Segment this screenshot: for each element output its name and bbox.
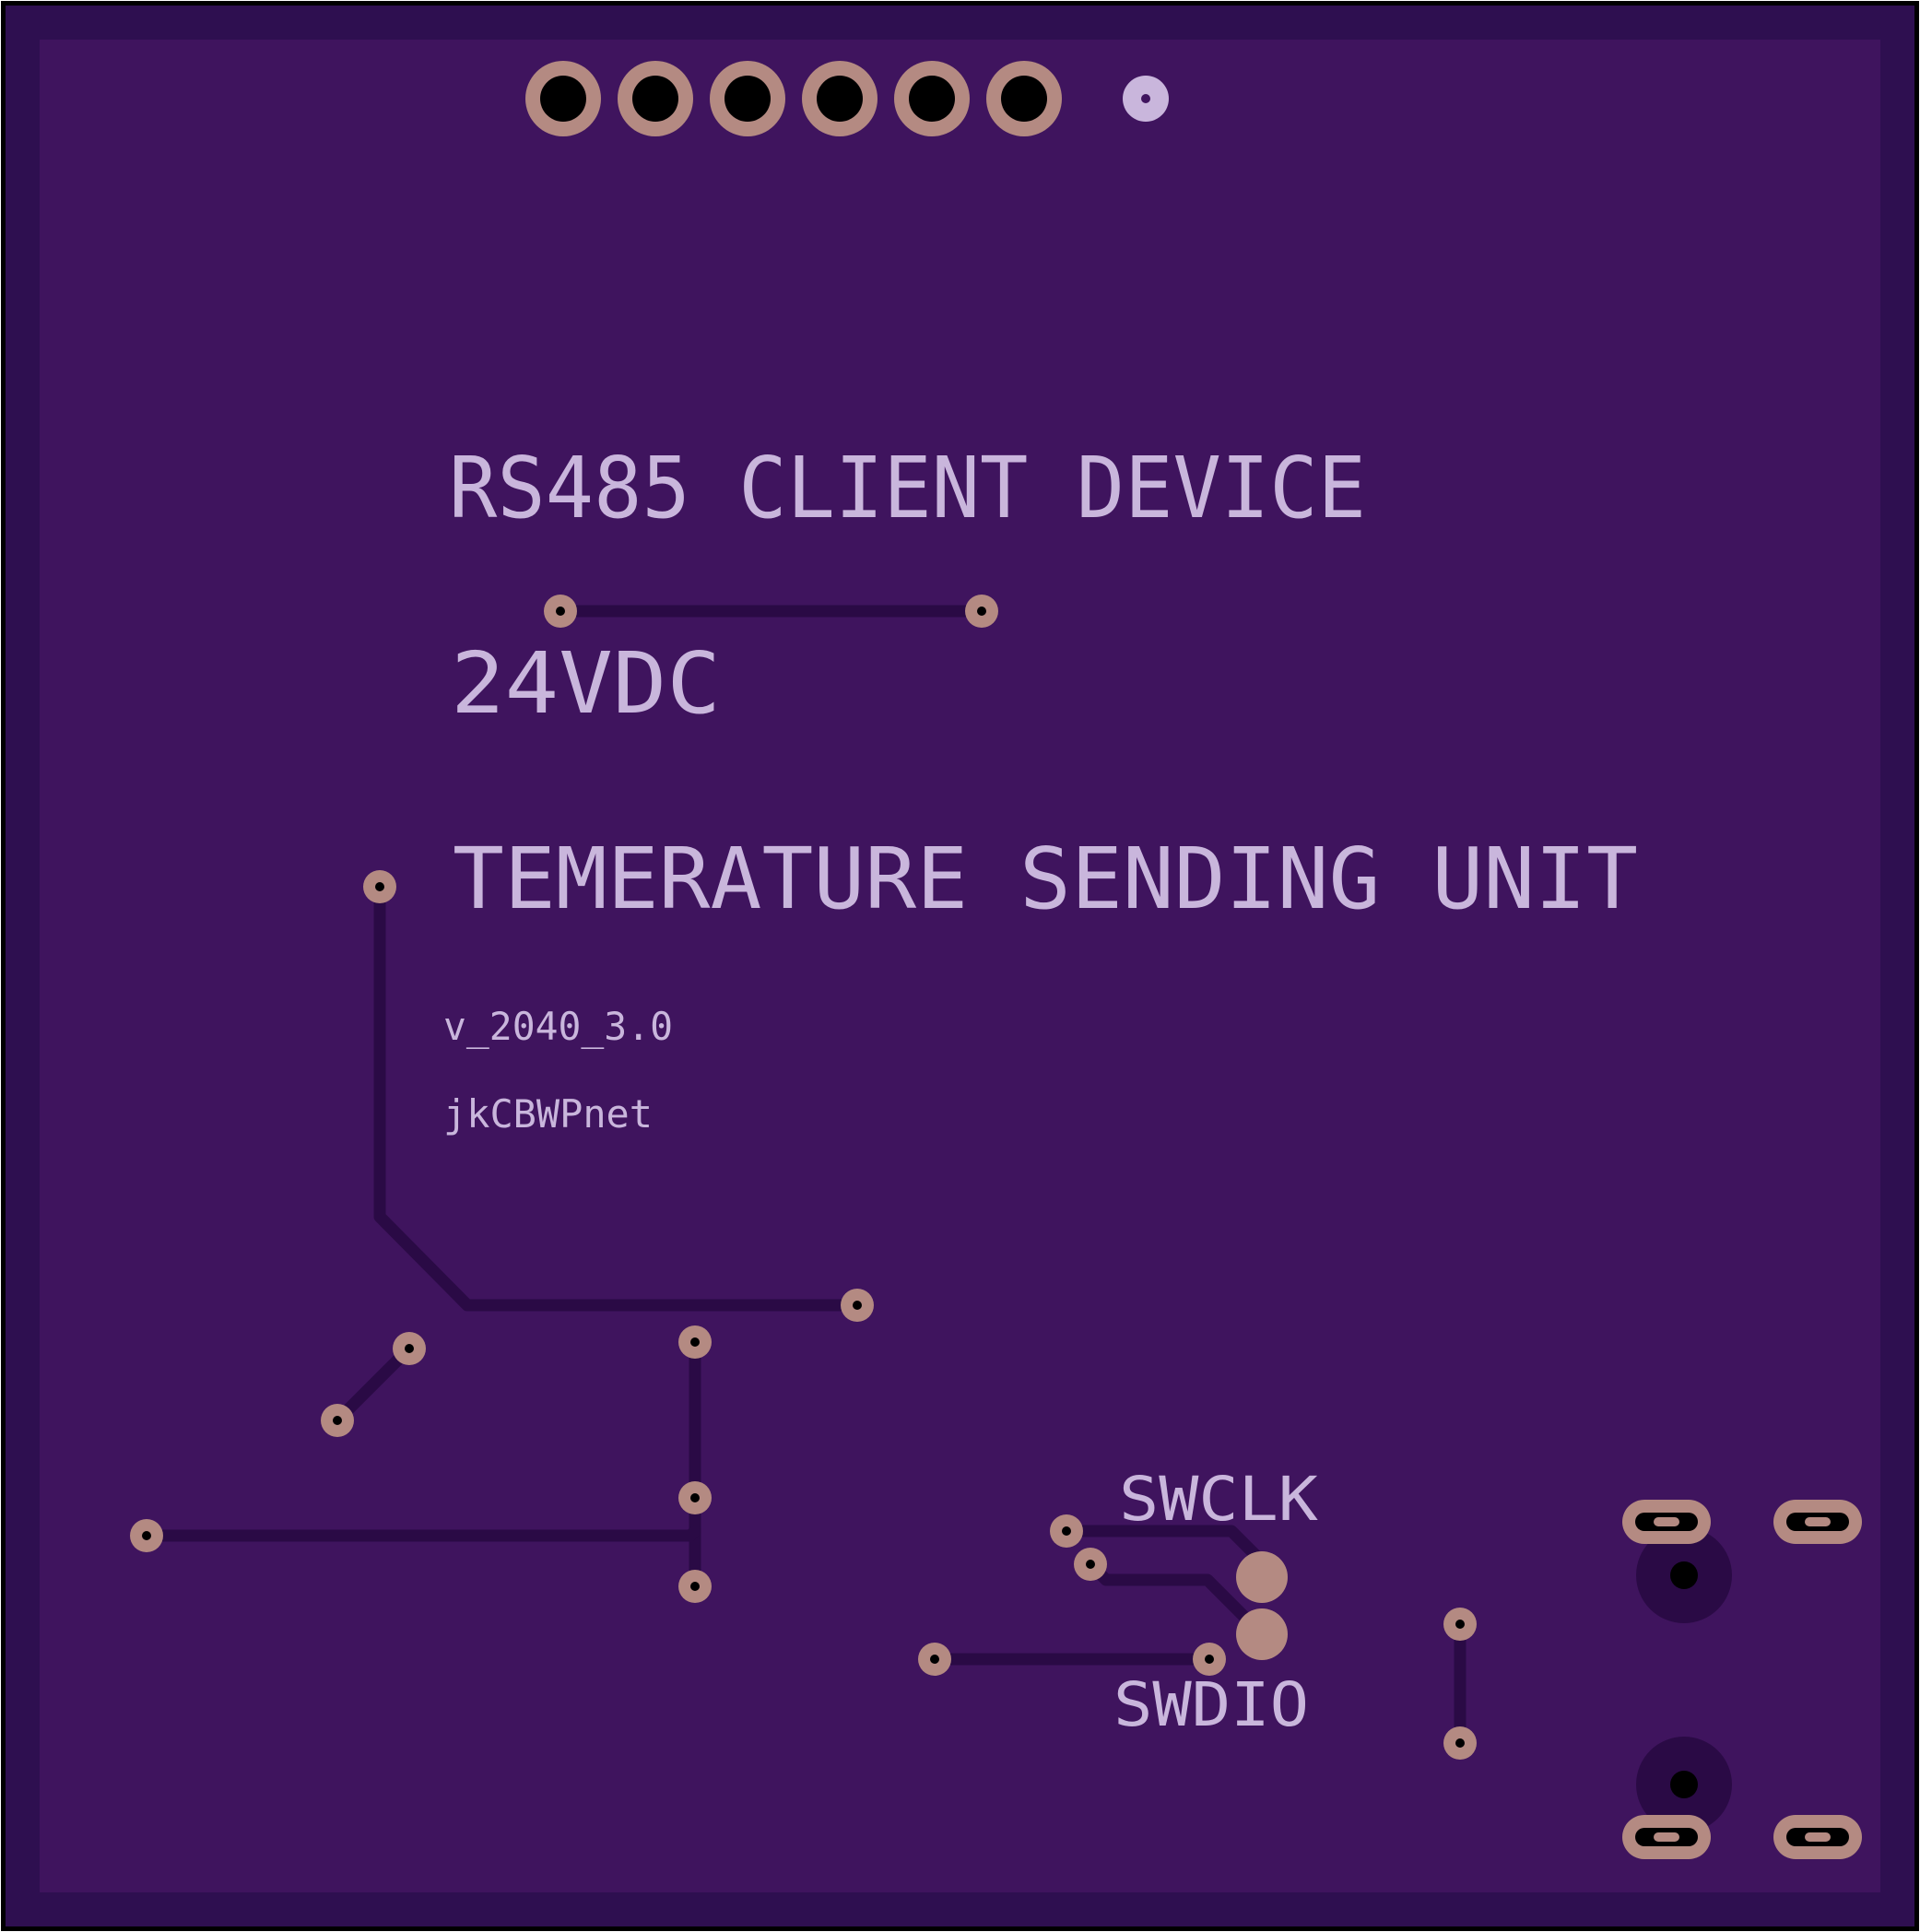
copper-pour [40, 40, 1880, 1892]
version-label: v_2040_3.0 [443, 1004, 673, 1049]
via [1193, 1643, 1226, 1676]
swdio-label: SWDIO [1113, 1669, 1309, 1740]
via [130, 1519, 163, 1552]
via [321, 1404, 354, 1437]
via [544, 595, 577, 628]
via [965, 595, 998, 628]
author-label: jkCBWPnet [443, 1091, 653, 1137]
via [393, 1332, 426, 1365]
unit-label: TEMERATURE SENDING UNIT [453, 830, 1638, 928]
vias [130, 595, 1477, 1760]
via [678, 1325, 712, 1359]
slot-pad [1622, 1815, 1711, 1859]
swclk-label: SWCLK [1119, 1464, 1318, 1535]
via [841, 1289, 874, 1322]
slot-pad [1622, 1500, 1711, 1544]
via [918, 1643, 951, 1676]
via [363, 870, 396, 903]
via [1050, 1514, 1083, 1548]
header-pins [525, 61, 1062, 136]
via [678, 1570, 712, 1603]
via [1443, 1726, 1477, 1760]
trace-diagonal [331, 1342, 416, 1427]
via [678, 1481, 712, 1514]
traces [140, 605, 1467, 1749]
swdio-test-pad [1236, 1608, 1288, 1660]
voltage-label: 24VDC [451, 634, 721, 733]
slot-pad [1773, 1500, 1862, 1544]
board-title: RS485 CLIENT DEVICE [449, 439, 1366, 537]
connector-footprint [1622, 1500, 1862, 1859]
trace-left-horizontal [140, 1525, 701, 1542]
via [1443, 1608, 1477, 1641]
via [1074, 1548, 1107, 1581]
trace-long-bend [373, 880, 864, 1312]
swclk-test-pad [1236, 1551, 1288, 1603]
trace-swclk [1060, 1525, 1268, 1568]
slot-pad [1773, 1815, 1862, 1859]
